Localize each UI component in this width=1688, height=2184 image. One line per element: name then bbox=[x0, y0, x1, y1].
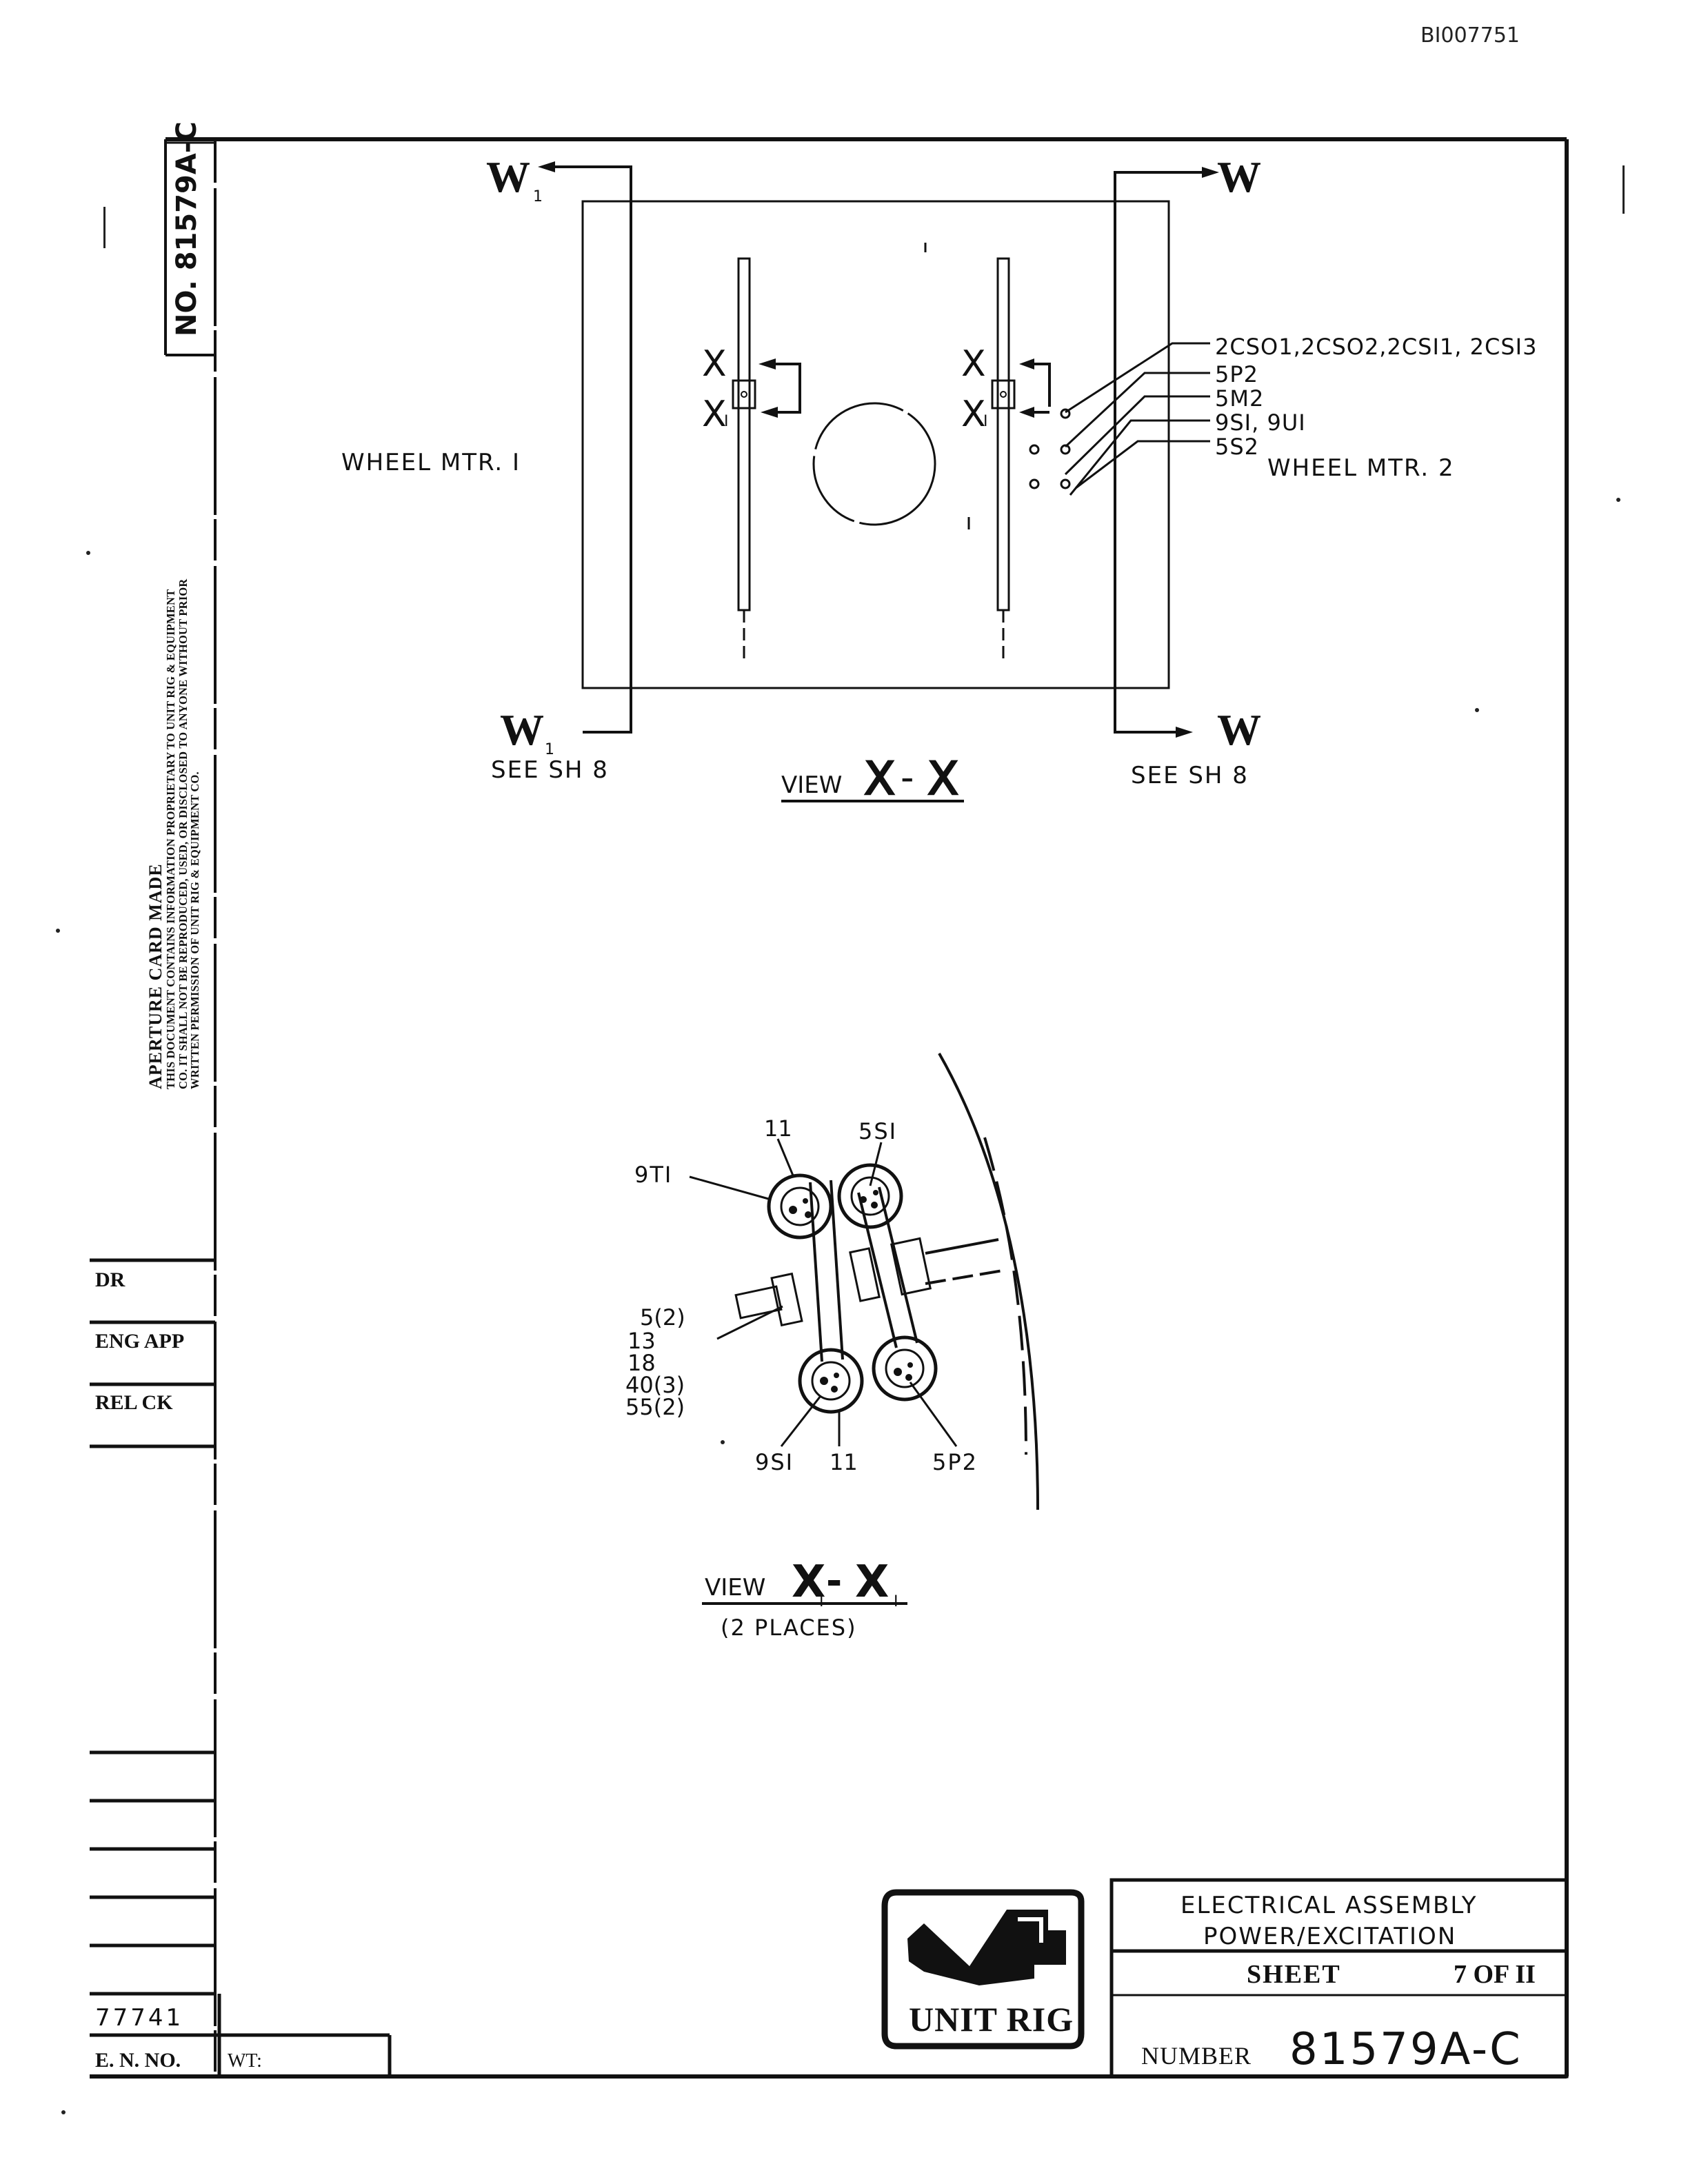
view-xx1-second-x: X bbox=[855, 1557, 889, 1608]
view-xx1-subtitle: (2 PLACES) bbox=[721, 1615, 857, 1641]
label-9s1: 9SI bbox=[755, 1449, 794, 1475]
callout-5s2: 5S2 bbox=[1215, 434, 1259, 460]
title-block bbox=[1109, 1878, 1569, 2079]
x-mark-left: X bbox=[702, 343, 727, 385]
section-mark-bottom-left-sub: 1 bbox=[545, 741, 554, 758]
view-xx1-fill-marks bbox=[789, 1190, 913, 1393]
label-5s1: 5SI bbox=[858, 1118, 897, 1144]
label-top-11: 11 bbox=[764, 1115, 792, 1142]
view-xx-second-x: X bbox=[927, 752, 958, 805]
eng-app-label: ENG APP bbox=[95, 1330, 184, 1353]
x1-mark-left: X bbox=[702, 394, 727, 435]
label-stack-13: 13 bbox=[627, 1328, 656, 1354]
label-stack-55-2: 55(2) bbox=[625, 1394, 685, 1420]
x1-mark-right: X bbox=[961, 394, 986, 435]
sheet-value: 7 OF II bbox=[1454, 1960, 1536, 1989]
section-mark-top-left: W bbox=[486, 152, 530, 201]
scan-specks bbox=[56, 165, 1625, 2114]
wheel-motor-2-label: WHEEL MTR. 2 bbox=[1267, 454, 1455, 482]
x-mark-right: X bbox=[961, 343, 986, 385]
sheet-border bbox=[90, 137, 1569, 2079]
en-no-label: E. N. NO. bbox=[95, 2049, 181, 2072]
label-stack-40-3: 40(3) bbox=[625, 1372, 685, 1398]
view-xx-diagram bbox=[538, 161, 1219, 738]
see-sheet-left: SEE SH 8 bbox=[491, 756, 609, 784]
view-xx1-diagram bbox=[689, 1053, 1039, 1510]
x1-mark-left-sub: I bbox=[724, 413, 729, 430]
view-xx-title: VIEW X - X bbox=[781, 751, 964, 806]
label-stack-5-2: 5(2) bbox=[640, 1304, 685, 1331]
x1-mark-right-sub: I bbox=[983, 413, 988, 430]
sheet-label: SHEET bbox=[1247, 1960, 1341, 1989]
section-mark-top-right: W bbox=[1217, 152, 1261, 201]
logo-text: UNIT RIG bbox=[909, 2000, 1074, 2039]
dr-label: DR bbox=[95, 1268, 125, 1291]
view-xx-word: VIEW bbox=[781, 771, 842, 799]
section-mark-top-left-sub: 1 bbox=[533, 188, 543, 205]
section-mark-bottom-left: W bbox=[500, 705, 544, 754]
wt-label: WT: bbox=[228, 2050, 262, 2072]
view-xx1-first-x: X bbox=[792, 1557, 825, 1608]
title-line-2: POWER/EXCITATION bbox=[1203, 1923, 1456, 1950]
number-label: NUMBER bbox=[1141, 2042, 1252, 2070]
margin-block-lines bbox=[90, 1258, 392, 2076]
callout-5p2: 5P2 bbox=[1215, 361, 1258, 387]
title-line-1: ELECTRICAL ASSEMBLY bbox=[1180, 1892, 1478, 1919]
callout-5m2: 5M2 bbox=[1215, 385, 1264, 412]
wheel-motor-1-label: WHEEL MTR. I bbox=[341, 449, 521, 476]
view-xx1-second-sub: I bbox=[894, 1593, 898, 1610]
view-xx1-first-sub: I bbox=[819, 1593, 824, 1610]
unit-rig-logo: UNIT RIG bbox=[881, 1889, 1085, 2050]
view-xx-first-x: X bbox=[864, 752, 895, 805]
label-5p2: 5P2 bbox=[932, 1449, 978, 1475]
label-9t1: 9TI bbox=[634, 1162, 672, 1188]
view-xx1-sep: - bbox=[826, 1559, 842, 1604]
see-sheet-right: SEE SH 8 bbox=[1131, 762, 1249, 789]
view-xx1-word: VIEW bbox=[705, 1574, 765, 1601]
callout-9s1: 9SI, 9UI bbox=[1215, 410, 1306, 436]
section-mark-bottom-right: W bbox=[1217, 705, 1261, 754]
rel-ck-label: REL CK bbox=[95, 1391, 173, 1414]
view-xx1-title: VIEW X I - X I (2 PLACES) bbox=[702, 1557, 907, 1641]
code-77741: 77741 bbox=[95, 2004, 183, 2032]
document-id: BI007751 bbox=[1420, 23, 1520, 48]
label-stack-18: 18 bbox=[627, 1350, 656, 1376]
drawing-number-value: 81579A-C bbox=[1289, 2024, 1523, 2075]
view-xx-sep: - bbox=[901, 756, 914, 799]
label-bottom-11: 11 bbox=[830, 1449, 858, 1475]
callout-2cs: 2CSO1,2CSO2,2CSI1, 2CSI3 bbox=[1215, 334, 1537, 360]
